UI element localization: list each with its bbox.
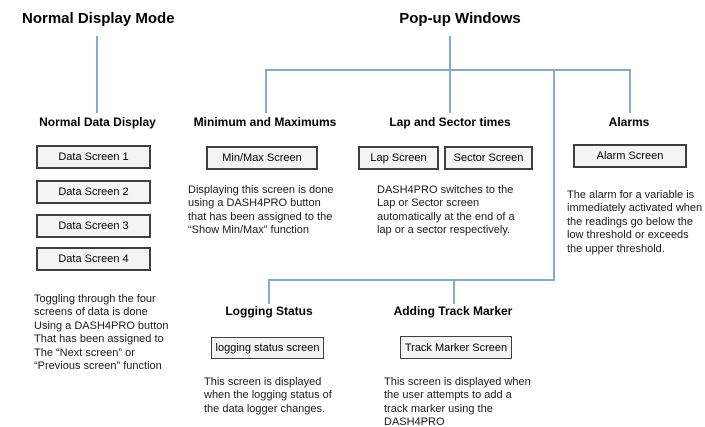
sector-screen-box: Sector Screen — [444, 146, 533, 170]
data-screen-1-box: Data Screen 1 — [36, 145, 151, 169]
heading-lap-and-sector-times: Lap and Sector times — [389, 115, 511, 129]
data-screen-2-box: Data Screen 2 — [36, 180, 151, 204]
connector-alarms-drop — [629, 69, 631, 113]
connector-top-branch — [265, 69, 631, 71]
connector-mid-drop — [553, 69, 555, 281]
alarm-screen-box: Alarm Screen — [573, 144, 687, 168]
heading-adding-track-marker: Adding Track Marker — [393, 304, 513, 318]
heading-alarms: Alarms — [608, 115, 650, 129]
title-normal-display-mode: Normal Display Mode — [22, 10, 175, 27]
connector-track-drop — [453, 279, 455, 304]
data-screen-4-box: Data Screen 4 — [36, 247, 151, 271]
logging-status-screen-box: logging status screen — [211, 337, 324, 359]
minmax-screen-box: Min/Max Screen — [206, 146, 318, 170]
heading-minimum-and-maximums: Minimum and Maximums — [193, 115, 337, 129]
data-screen-3-box: Data Screen 3 — [36, 214, 151, 238]
minmax-description: Displaying this screen is done using a D… — [188, 184, 334, 237]
heading-logging-status: Logging Status — [225, 304, 313, 318]
connector-normal-drop — [96, 36, 98, 113]
heading-normal-data-display: Normal Data Display — [39, 115, 156, 129]
title-popup-windows: Pop-up Windows — [399, 10, 521, 27]
lap-sector-description: DASH4PRO switches to the Lap or Sector s… — [377, 184, 515, 237]
connector-logging-drop — [268, 279, 270, 304]
connector-minmax-drop — [265, 69, 267, 113]
track-marker-description: This screen is displayed when the user a… — [384, 376, 531, 427]
lap-screen-box: Lap Screen — [358, 146, 439, 170]
alarms-description: The alarm for a variable is immediately … — [567, 189, 703, 255]
connector-popup-drop — [449, 36, 451, 113]
normal-data-display-description: Toggling through the four screens of dat… — [34, 293, 169, 373]
track-marker-screen-box: Track Marker Screen — [400, 336, 512, 359]
connector-bottom-branch — [268, 279, 555, 281]
logging-status-description: This screen is displayed when the loggin… — [204, 376, 332, 415]
